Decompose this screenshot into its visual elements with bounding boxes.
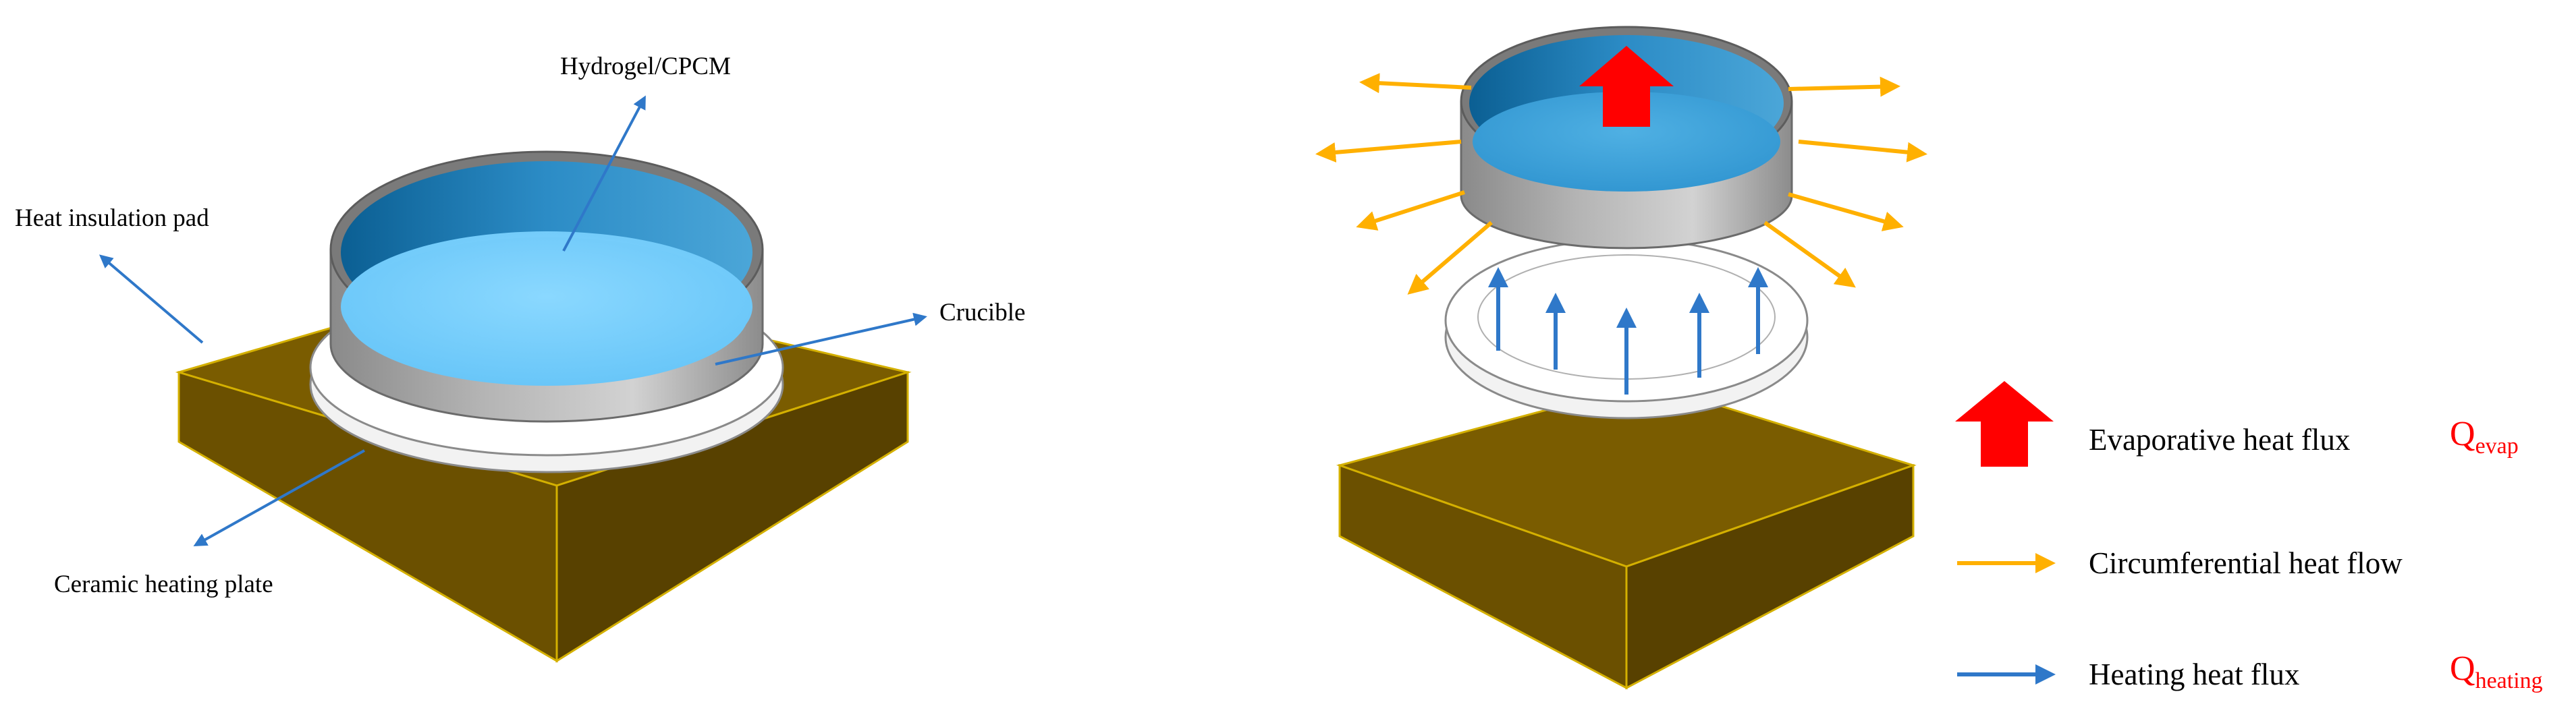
q-heating-label: Qheating bbox=[2450, 649, 2543, 693]
ceramic-pointer bbox=[193, 449, 365, 546]
heat-insulation-pad-exploded bbox=[1336, 382, 1917, 690]
heating-legend-label: Heating heat flux bbox=[2089, 658, 2299, 691]
crucible-label: Crucible bbox=[939, 299, 1025, 326]
circumferential-arrow bbox=[1798, 140, 1927, 163]
ceramic-plate-label: Ceramic heating plate bbox=[54, 571, 273, 598]
circumferential-arrow bbox=[1788, 192, 1904, 231]
crucible-left bbox=[329, 150, 764, 423]
legend: Evaporative heat flux Qevap Circumferent… bbox=[1955, 381, 2543, 693]
right-assembly bbox=[1315, 26, 1927, 690]
left-assembly: Hydrogel/CPCM Heat insulation pad Crucib… bbox=[15, 53, 1025, 663]
evaporative-legend-label: Evaporative heat flux bbox=[2089, 423, 2350, 457]
legend-evaporative: Evaporative heat flux Qevap bbox=[1955, 381, 2519, 467]
circumferential-arrow bbox=[1788, 76, 1900, 97]
evaporative-legend-icon bbox=[1955, 381, 2054, 467]
evaporative-flux-arrow bbox=[1579, 46, 1674, 127]
circumferential-arrow bbox=[1359, 73, 1472, 94]
q-evap-label: Qevap bbox=[2450, 415, 2519, 459]
circumferential-legend-label: Circumferential heat flow bbox=[2089, 546, 2403, 580]
circumferential-arrow bbox=[1315, 140, 1462, 163]
circumferential-arrow bbox=[1356, 190, 1465, 231]
legend-heating: Heating heat flux Qheating bbox=[1957, 649, 2543, 693]
hydrogel-pointer bbox=[562, 95, 646, 252]
legend-circumferential: Circumferential heat flow bbox=[1957, 546, 2403, 580]
insulation-pad-label: Heat insulation pad bbox=[15, 204, 209, 232]
circumferential-flow-arrows bbox=[1315, 73, 1927, 295]
circumferential-arrow bbox=[1763, 221, 1856, 288]
heating-flux-arrows bbox=[1488, 267, 1768, 395]
insulation-pointer bbox=[99, 254, 204, 344]
crucible-pointer bbox=[715, 312, 927, 366]
circumferential-arrow bbox=[1407, 221, 1493, 295]
hydrogel-label: Hydrogel/CPCM bbox=[560, 53, 731, 80]
